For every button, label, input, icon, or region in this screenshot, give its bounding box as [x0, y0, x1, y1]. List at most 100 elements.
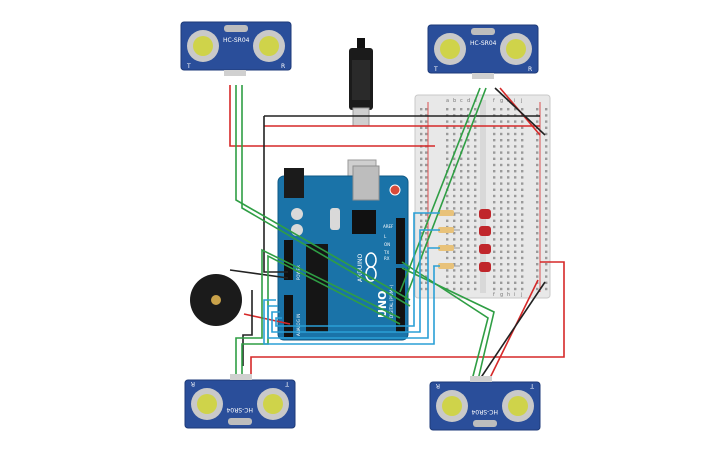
breadboard-hole: [514, 287, 517, 291]
arduino-model: UNO: [376, 291, 389, 319]
breadboard-hole: [507, 157, 510, 160]
breadboard-hole: [536, 238, 539, 241]
power-header: [284, 240, 293, 280]
breadboard-hole: [507, 232, 510, 235]
breadboard-hole: [545, 281, 548, 284]
breadboard-hole: [420, 132, 423, 136]
breadboard-hole: [467, 145, 470, 148]
ultrasonic-sensor-top-right: HC-SR04 T R: [427, 24, 539, 74]
breadboard-hole: [460, 256, 463, 260]
breadboard-hole: [514, 256, 517, 260]
breadboard-hole: [507, 263, 510, 266]
breadboard-hole: [453, 232, 456, 235]
breadboard-hole: [446, 126, 449, 129]
breadboard-hole: [536, 194, 539, 198]
breadboard-hole: [474, 145, 477, 148]
breadboard-hole: [500, 170, 503, 173]
breadboard-hole: [453, 244, 456, 247]
breadboard-hole: [425, 201, 428, 204]
breadboard-hole: [453, 182, 456, 185]
breadboard-hole: [474, 108, 477, 111]
breadboard-hole: [425, 213, 428, 216]
breadboard-hole: [493, 207, 496, 210]
breadboard-hole: [467, 207, 470, 210]
breadboard-hole: [425, 139, 428, 142]
breadboard-hole: [474, 188, 477, 191]
breadboard-hole: [446, 201, 449, 204]
breadboard-hole: [507, 201, 510, 204]
breadboard-hole: [545, 151, 548, 154]
breadboard-hole: [420, 108, 423, 111]
breadboard-hole: [507, 108, 510, 111]
breadboard-hole: [493, 269, 496, 272]
digital-header-high: [396, 218, 405, 264]
breadboard-hole: [536, 250, 539, 253]
breadboard-hole: [500, 182, 503, 185]
breadboard-hole: [420, 287, 423, 291]
breadboard-hole: [446, 281, 449, 284]
breadboard-hole: [507, 244, 510, 247]
breadboard-hole: [460, 225, 463, 229]
breadboard-hole: [536, 139, 539, 142]
breadboard-hole: [453, 120, 456, 123]
breadboard-hole: [474, 269, 477, 272]
breadboard-hole: [521, 126, 524, 129]
breadboard-hole: [536, 145, 539, 148]
breadboard-hole: [425, 157, 428, 160]
breadboard-hole: [507, 256, 510, 260]
breadboard-hole: [420, 170, 423, 173]
arduino-brand: ARDUINO: [357, 253, 364, 282]
breadboard-hole: [507, 213, 510, 216]
capacitor-1: [291, 208, 303, 220]
breadboard-hole: [453, 219, 456, 222]
reset-button[interactable]: [389, 184, 401, 196]
breadboard-hole: [514, 151, 517, 154]
bb-col-f-bottom: f: [493, 292, 495, 298]
breadboard-hole: [474, 281, 477, 284]
sensor-mark-t: T: [530, 382, 535, 389]
breadboard-hole: [460, 120, 463, 123]
breadboard-hole: [467, 250, 470, 253]
breadboard-hole: [446, 145, 449, 148]
breadboard-hole: [420, 176, 423, 179]
breadboard-hole: [514, 145, 517, 148]
breadboard-hole: [521, 194, 524, 198]
breadboard-hole: [453, 281, 456, 284]
breadboard-hole: [493, 139, 496, 142]
breadboard-hole: [521, 120, 524, 123]
label-analog: ANALOG IN: [296, 314, 301, 336]
breadboard-hole: [446, 207, 449, 210]
breadboard-hole: [500, 145, 503, 148]
breadboard-hole: [474, 244, 477, 247]
breadboard-hole: [460, 176, 463, 179]
breadboard-hole: [467, 182, 470, 185]
led-4: [479, 262, 491, 272]
breadboard-hole: [493, 132, 496, 136]
breadboard-hole: [521, 281, 524, 284]
breadboard-hole: [521, 182, 524, 185]
breadboard-hole: [420, 281, 423, 284]
breadboard-hole: [493, 126, 496, 129]
breadboard-hole: [536, 176, 539, 179]
led-1: [479, 209, 491, 219]
breadboard-hole: [446, 108, 449, 111]
breadboard-hole: [514, 281, 517, 284]
breadboard-hole: [493, 225, 496, 229]
breadboard-hole: [500, 287, 503, 291]
breadboard-hole: [467, 201, 470, 204]
label-l: L: [384, 234, 387, 239]
sensor-mark-t: T: [285, 380, 290, 387]
breadboard-hole: [507, 269, 510, 272]
breadboard-hole: [536, 263, 539, 266]
breadboard-hole: [493, 163, 496, 167]
microcontroller-chip: [306, 244, 328, 332]
breadboard-hole: [507, 126, 510, 129]
breadboard-hole: [500, 157, 503, 160]
breadboard-hole: [521, 201, 524, 204]
breadboard-hole: [521, 151, 524, 154]
breadboard-hole: [493, 238, 496, 241]
breadboard-hole: [507, 238, 510, 241]
breadboard-hole: [425, 151, 428, 154]
